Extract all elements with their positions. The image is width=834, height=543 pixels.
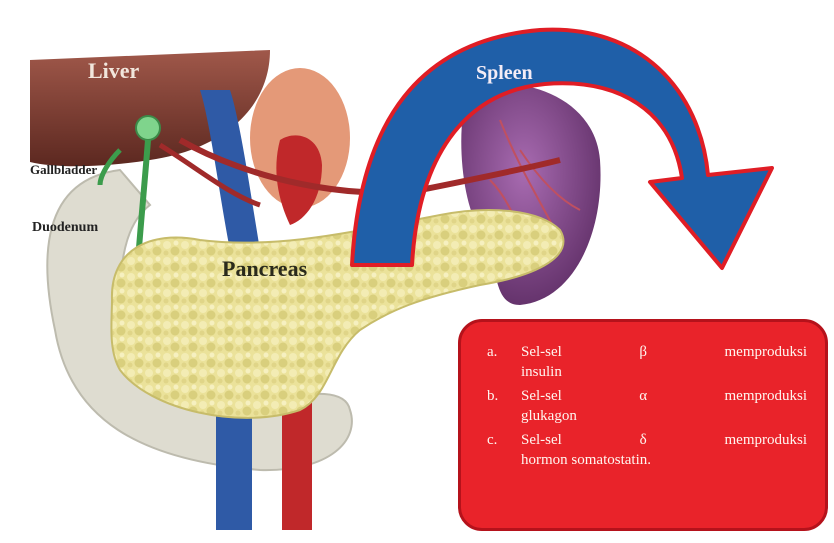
item-symbol: β: [639, 342, 647, 362]
item-word: memproduksi: [725, 386, 808, 406]
gallbladder: [136, 116, 160, 140]
item-rest: insulin: [521, 362, 807, 382]
label-spleen: Spleen: [476, 62, 533, 85]
info-item-c: c. Sel-sel δ memproduksi hormon somatost…: [487, 430, 807, 470]
info-item-a: a. Sel-sel β memproduksi insulin: [487, 342, 807, 382]
item-word: Sel-sel: [521, 342, 562, 362]
item-letter: b.: [487, 386, 521, 426]
label-pancreas: Pancreas: [222, 256, 307, 282]
item-symbol: δ: [640, 430, 647, 450]
item-word: memproduksi: [725, 430, 808, 450]
item-letter: a.: [487, 342, 521, 382]
item-rest: glukagon: [521, 406, 807, 426]
item-symbol: α: [639, 386, 647, 406]
item-letter: c.: [487, 430, 521, 470]
label-duodenum: Duodenum: [32, 220, 98, 236]
label-liver: Liver: [88, 58, 139, 84]
item-word: memproduksi: [725, 342, 808, 362]
item-word: Sel-sel: [521, 386, 562, 406]
label-gallbladder: Gallbladder: [30, 162, 97, 178]
item-rest: hormon somatostatin.: [521, 450, 807, 470]
cell-function-box: a. Sel-sel β memproduksi insulin b. Sel-…: [458, 319, 828, 531]
info-item-b: b. Sel-sel α memproduksi glukagon: [487, 386, 807, 426]
item-word: Sel-sel: [521, 430, 562, 450]
